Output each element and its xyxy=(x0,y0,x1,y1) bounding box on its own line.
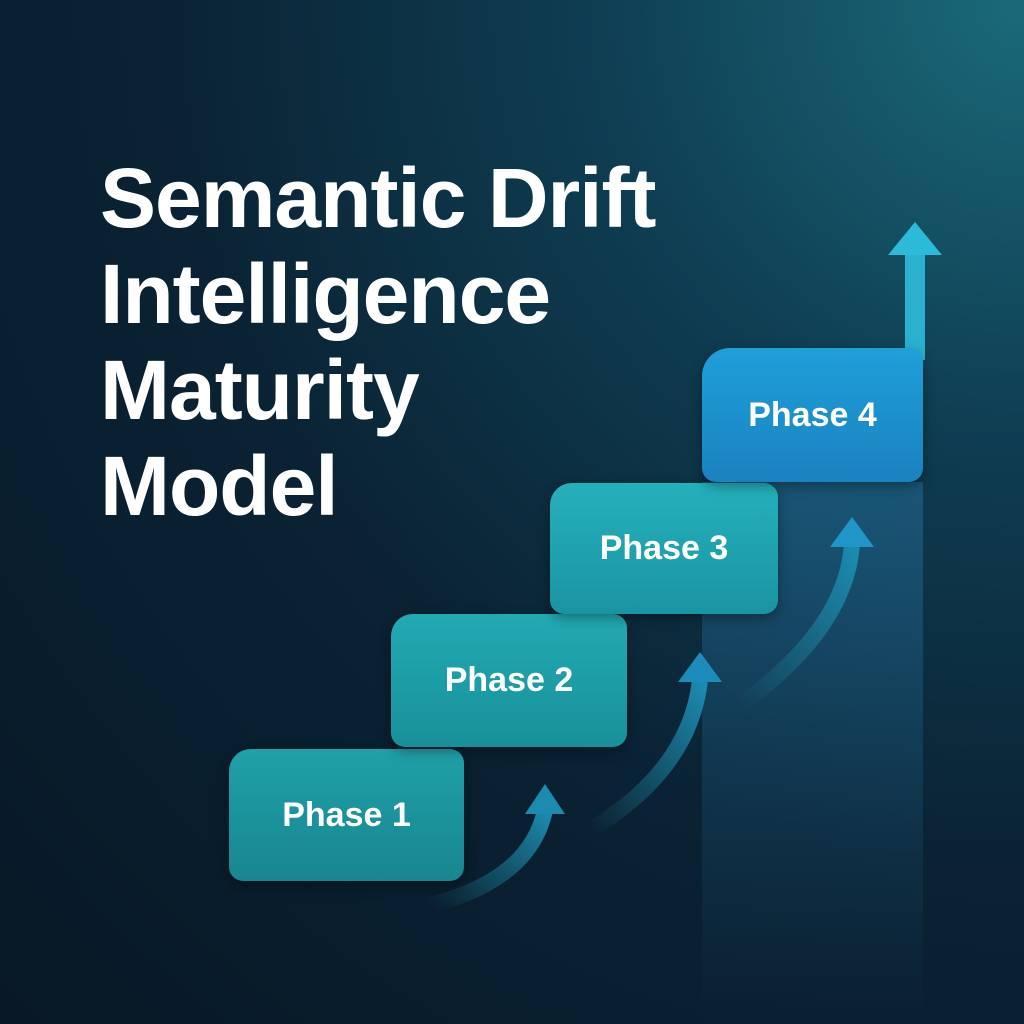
phase-1-label: Phase 1 xyxy=(282,795,411,834)
curved-arrow-3 xyxy=(735,544,860,712)
phase-4-label: Phase 4 xyxy=(748,395,877,434)
arrow-head-1 xyxy=(525,784,565,814)
phase-1-step: Phase 1 xyxy=(229,749,464,881)
title-line-1: Semantic Drift xyxy=(100,151,656,245)
phase-4-step: Phase 4 xyxy=(702,348,923,482)
curved-arrow-2 xyxy=(585,679,708,837)
title-line-3: Maturity xyxy=(100,343,420,437)
arrow-head-2 xyxy=(678,652,722,682)
curved-arrow-1 xyxy=(428,808,553,913)
vertical-arrow-head xyxy=(888,222,942,255)
phase-2-label: Phase 2 xyxy=(444,661,574,699)
title-line-2: Intelligence xyxy=(100,247,551,341)
phase-3-step: Phase 3 xyxy=(550,483,778,614)
phase-2-step: Phase 2 xyxy=(391,614,627,747)
vertical-arrow-shaft xyxy=(905,250,925,360)
arrow-head-3 xyxy=(830,517,874,547)
title-line-4: Model xyxy=(100,439,339,533)
page-title: Semantic Drift Intelligence Maturity Mod… xyxy=(100,150,656,534)
phase-3-label: Phase 3 xyxy=(599,529,729,567)
